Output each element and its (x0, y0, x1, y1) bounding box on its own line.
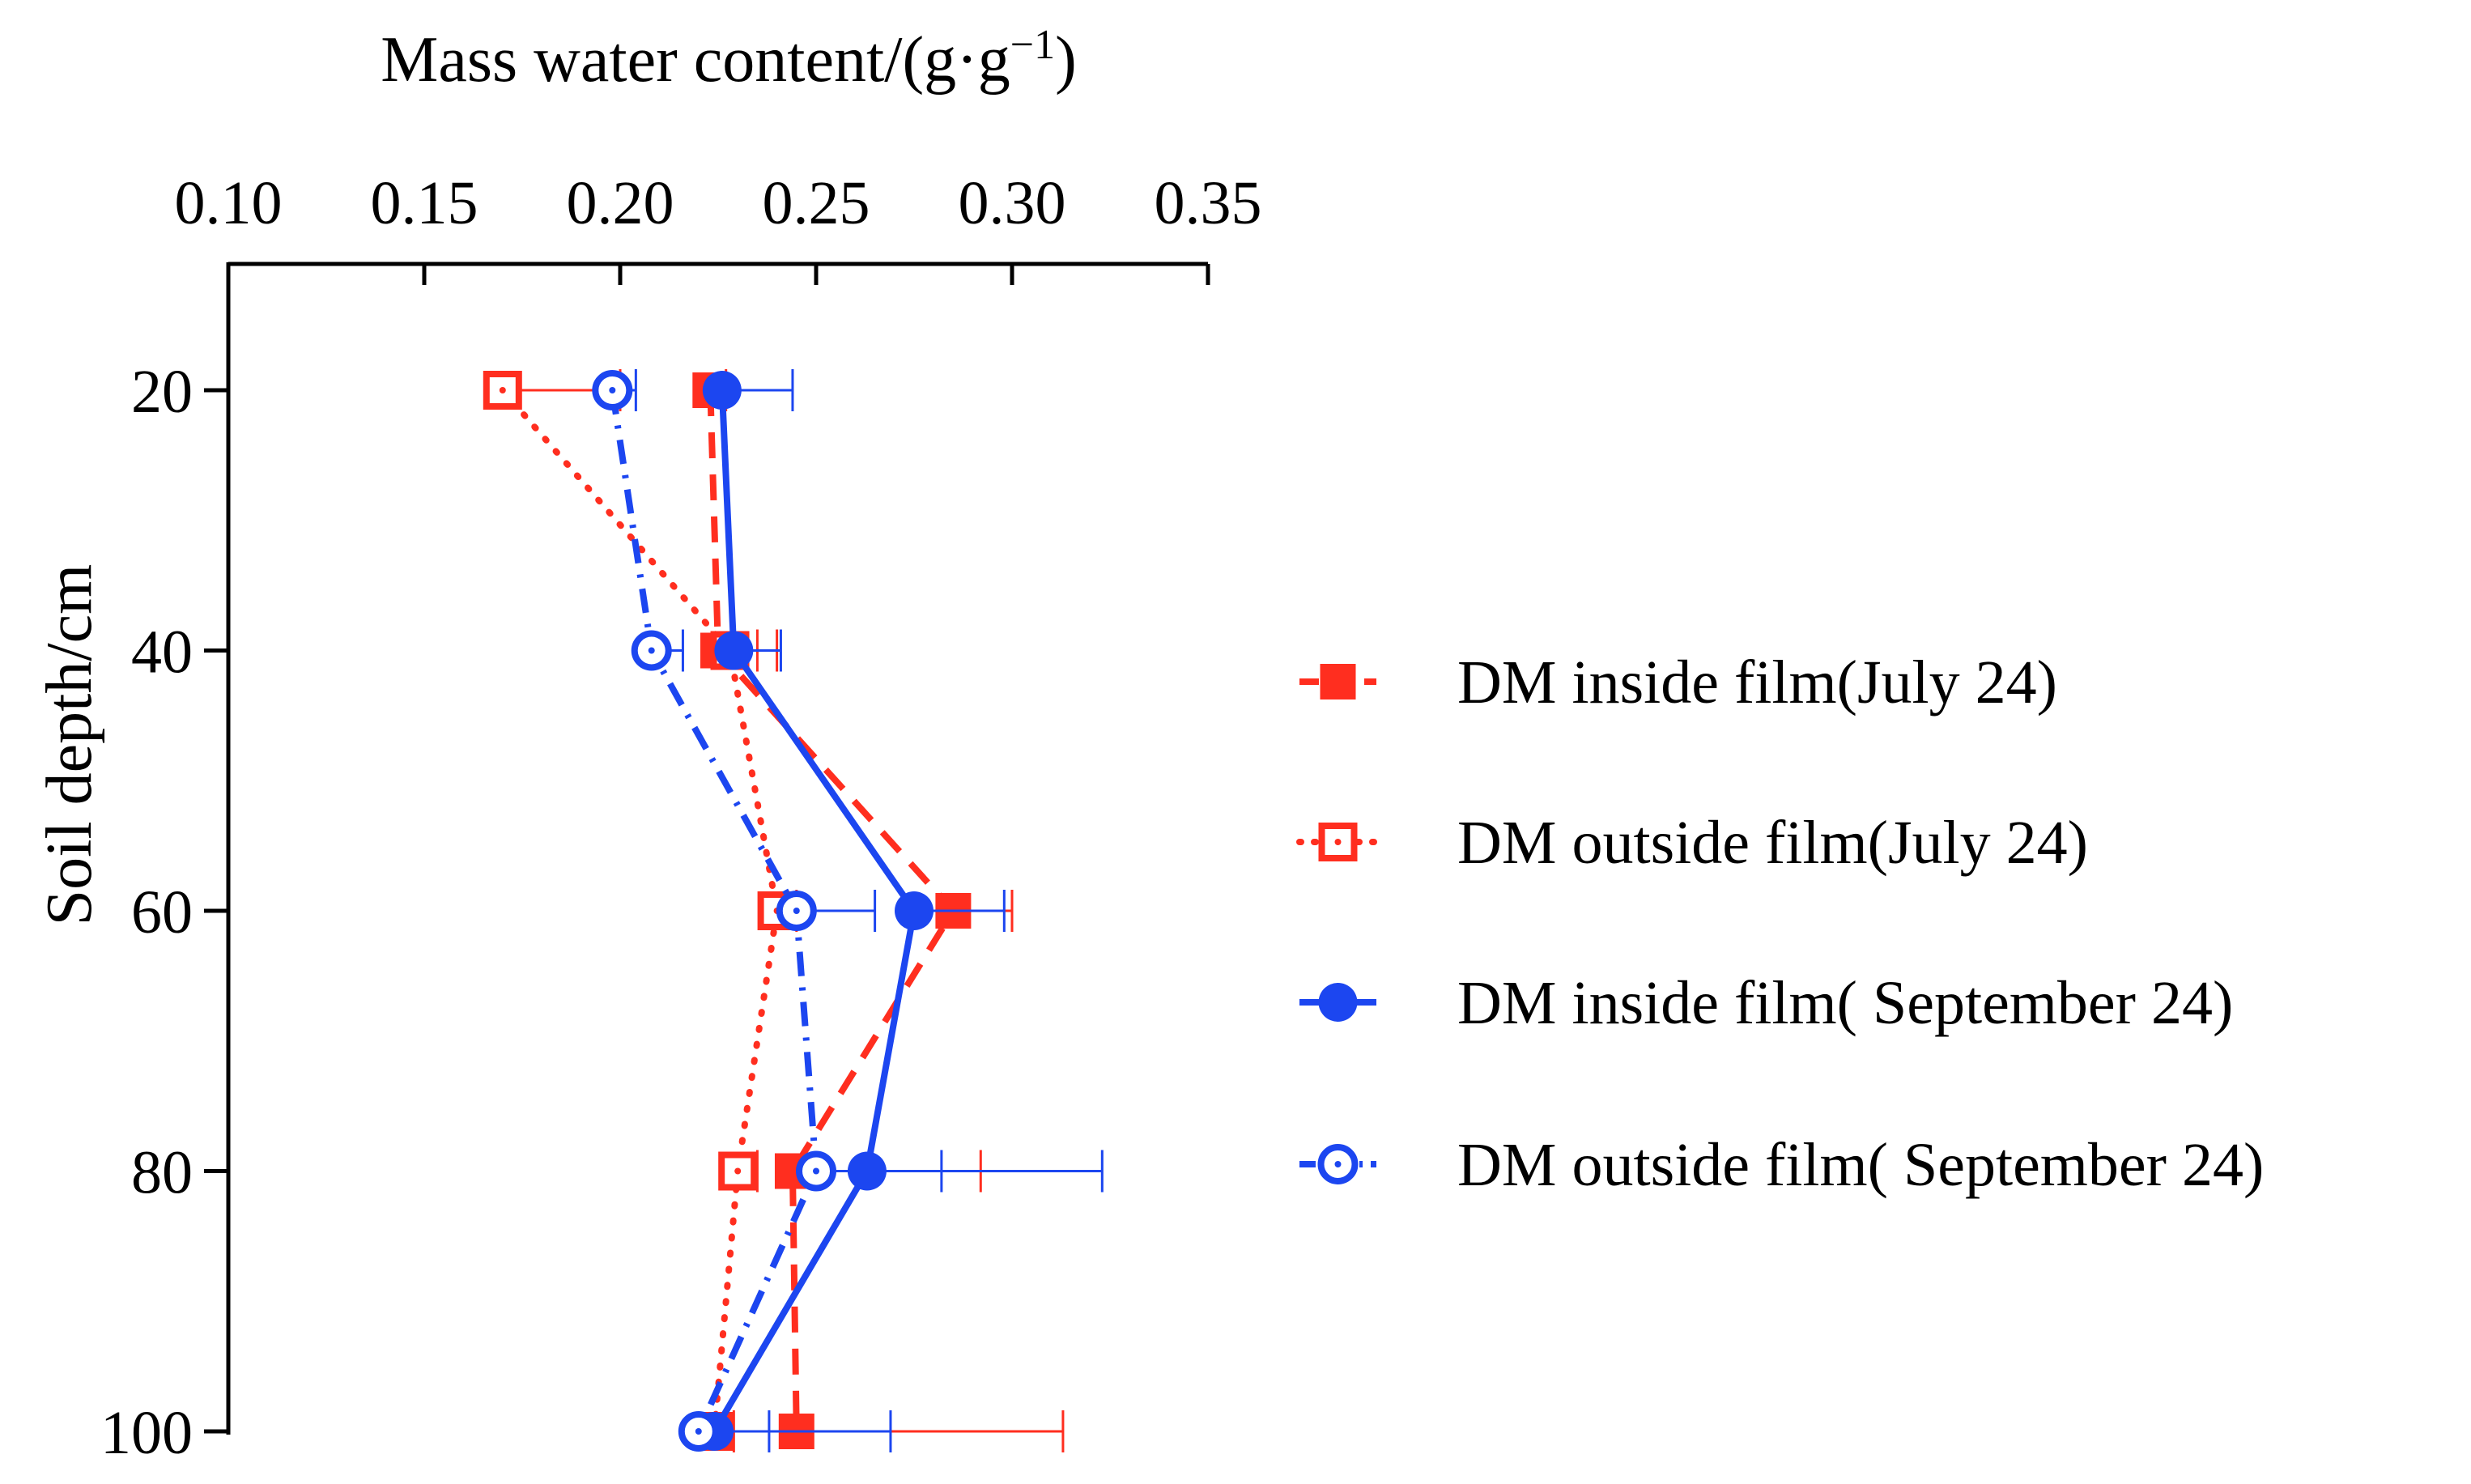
series-layer (483, 369, 1104, 1452)
marker-center-dot (793, 908, 800, 914)
y-tick-label: 60 (131, 878, 193, 946)
x-tick-label: 0.25 (763, 169, 870, 237)
y-tick-label: 20 (131, 358, 193, 426)
y-axis-title: Soil depth/cm (34, 564, 105, 926)
series-1 (692, 369, 1065, 1452)
series-line (499, 387, 780, 1435)
series-4 (592, 369, 943, 1452)
legend-label: DM outside film( September 24) (1457, 1131, 2264, 1199)
x-axis-title-close: ) (1055, 24, 1077, 96)
legend: DM inside film(July 24) DM outside film(J… (1296, 648, 2264, 1199)
marker-center-dot (499, 387, 506, 393)
legend-item: DM outside film( September 24) (1299, 1131, 2264, 1199)
legend-item: DM inside film( September 24) (1299, 969, 2233, 1037)
x-axis-title-main: Mass water content/(g·g (381, 24, 1010, 96)
x-tick-label: 0.30 (959, 169, 1066, 237)
legend-label: DM outside film(July 24) (1457, 809, 2088, 877)
marker-center-dot (648, 647, 655, 654)
y-tick-label: 40 (131, 619, 193, 687)
marker-filled-circle (895, 891, 934, 930)
legend-item: DM outside film(July 24) (1296, 809, 2088, 877)
series-2 (483, 369, 798, 1452)
marker-center-dot (813, 1167, 819, 1175)
titles: Mass water content/(g·g−1) Soil depth/cm (34, 22, 1077, 926)
marker-center-dot (695, 1428, 702, 1435)
y-tick-label: 100 (100, 1399, 193, 1467)
x-axis-title-exponent: −1 (1010, 22, 1055, 68)
marker-center-dot (1334, 1161, 1342, 1167)
axes: 0.10 0.15 0.20 0.25 0.30 0.35 20 40 60 80 100 (100, 169, 1262, 1467)
x-tick-label: 0.10 (175, 169, 283, 237)
series-3 (695, 369, 1104, 1452)
y-tick-label: 80 (131, 1139, 193, 1207)
marker-open-square (1318, 823, 1358, 861)
legend-label: DM inside film(July 24) (1457, 648, 2057, 716)
marker-center-dot (734, 1167, 742, 1175)
x-axis-title: Mass water content/(g·g−1) (381, 22, 1077, 96)
x-tick-label: 0.15 (371, 169, 478, 237)
marker-filled-circle (702, 371, 742, 410)
legend-label: DM inside film( September 24) (1457, 969, 2233, 1037)
marker-filled-circle (1318, 983, 1358, 1022)
marker-center-dot (609, 387, 616, 393)
legend-item: DM inside film(July 24) (1299, 648, 2057, 716)
marker-open-square (483, 371, 522, 410)
marker-filled-square (1320, 664, 1356, 699)
x-tick-label: 0.20 (567, 169, 674, 237)
marker-filled-circle (714, 631, 754, 670)
x-tick-label: 0.35 (1155, 169, 1262, 237)
marker-center-dot (1334, 839, 1342, 845)
